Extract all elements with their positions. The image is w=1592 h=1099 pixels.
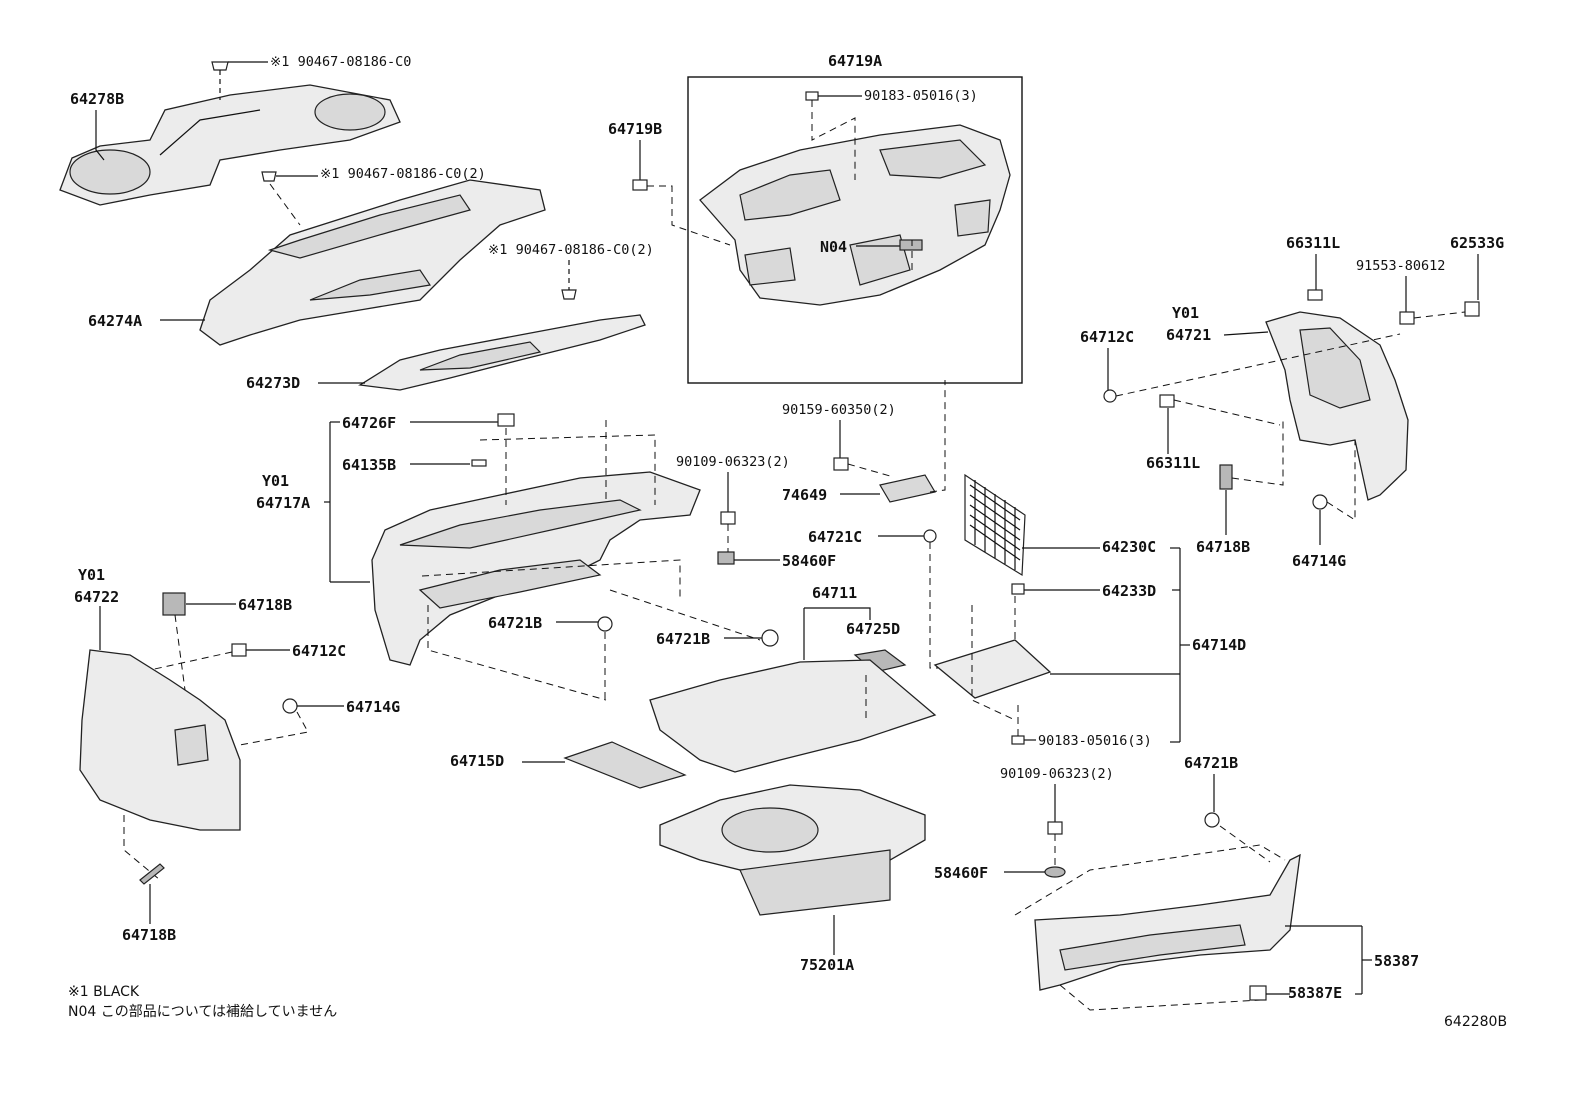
- part-64230C-net: [964, 473, 1026, 577]
- clip-icon: [923, 529, 937, 543]
- label-64715D: 64715D: [450, 752, 504, 770]
- label-64274A: 64274A: [88, 312, 142, 330]
- clip-icon: [261, 171, 277, 182]
- label-91553: 91553-80612: [1356, 258, 1445, 274]
- label-64714G-left: 64714G: [346, 698, 400, 716]
- bolt-icon: [1399, 311, 1415, 325]
- part-64274A-insulator: [199, 179, 546, 346]
- clip-icon: [497, 413, 515, 427]
- label-64712C-left: 64712C: [292, 642, 346, 660]
- label-plate-N04: [899, 239, 923, 251]
- label-64714D: 64714D: [1192, 636, 1246, 654]
- part-64721-side-trim: [1265, 311, 1409, 501]
- note-black: ※1 BLACK: [68, 984, 140, 1000]
- label-66311L-top: 66311L: [1286, 234, 1340, 252]
- clip-icon: [597, 616, 613, 632]
- clip-icon: [1204, 812, 1220, 828]
- label-74649: 74649: [782, 486, 827, 504]
- label-clip-top: ※1 90467-08186-C0: [270, 54, 411, 70]
- part-64273D-insulator: [358, 314, 646, 391]
- part-64719A-lid-trim: [699, 124, 1011, 306]
- label-64726F: 64726F: [342, 414, 396, 432]
- part-64722-side-trim: [79, 649, 241, 831]
- clip-icon: [231, 643, 247, 657]
- label-64721B-mid2: 64721B: [656, 630, 710, 648]
- part-64714D-panel: [933, 639, 1052, 699]
- label-64135B: 64135B: [342, 456, 396, 474]
- clip-icon: [211, 61, 229, 100]
- clip-icon: [1103, 389, 1117, 403]
- label-clip-mid: ※1 90467-08186-C0(2): [320, 166, 486, 182]
- figure-id: 642280B: [1444, 1014, 1507, 1030]
- bolt-icon: [1047, 821, 1063, 835]
- label-90183-low: 90183-05016(3): [1038, 733, 1152, 749]
- part-74649-hook: [879, 474, 936, 503]
- label-64725D: 64725D: [846, 620, 900, 638]
- screw-icon: [1011, 735, 1025, 745]
- clip-icon: [1249, 985, 1267, 1001]
- label-90109-right: 90109-06323(2): [1000, 766, 1114, 782]
- label-64721: 64721: [1166, 326, 1211, 344]
- bolt-icon: [720, 511, 736, 525]
- clip-icon: [139, 863, 165, 885]
- clip-icon: [282, 698, 298, 714]
- grommet-icon: [1044, 866, 1066, 878]
- part-58387-sill: [1034, 853, 1301, 991]
- label-64718B-bottom-left: 64718B: [122, 926, 176, 944]
- clip-icon: [1464, 301, 1480, 317]
- clip-icon: [1219, 464, 1233, 490]
- label-64721C: 64721C: [808, 528, 862, 546]
- label-64718B-left: 64718B: [238, 596, 292, 614]
- label-64721B-mid: 64721B: [488, 614, 542, 632]
- clip-icon: [162, 592, 186, 616]
- label-64719A: 64719A: [828, 52, 882, 70]
- clip-icon: [471, 459, 487, 467]
- label-90183-top: 90183-05016(3): [864, 88, 978, 104]
- label-64712C-right: 64712C: [1080, 328, 1134, 346]
- label-66311L-low: 66311L: [1146, 454, 1200, 472]
- label-58460F-right: 58460F: [934, 864, 988, 882]
- label-64717A: 64717A: [256, 494, 310, 512]
- bolt-icon: [833, 457, 849, 471]
- label-64718B-right: 64718B: [1196, 538, 1250, 556]
- screw-icon: [805, 91, 819, 101]
- note-n04: N04 この部品については補給していません: [68, 1004, 337, 1020]
- label-N04: N04: [820, 238, 847, 256]
- label-58460F-mid: 58460F: [782, 552, 836, 570]
- label-62533G: 62533G: [1450, 234, 1504, 252]
- screw-icon: [632, 179, 648, 191]
- clip-icon: [1307, 289, 1323, 301]
- label-64273D: 64273D: [246, 374, 300, 392]
- clip-icon: [761, 629, 779, 647]
- label-64230C: 64230C: [1102, 538, 1156, 556]
- part-75201A-tray: [659, 784, 926, 916]
- clip-icon: [1011, 583, 1025, 595]
- label-Y01-left: Y01: [78, 566, 105, 584]
- label-58387E: 58387E: [1288, 984, 1342, 1002]
- label-64233D: 64233D: [1102, 582, 1156, 600]
- label-58387: 58387: [1374, 952, 1419, 970]
- part-64278B-insulator: [59, 84, 401, 206]
- label-64722: 64722: [74, 588, 119, 606]
- label-64719B: 64719B: [608, 120, 662, 138]
- label-64278B: 64278B: [70, 90, 124, 108]
- grommet-icon: [717, 551, 735, 565]
- clip-icon: [1312, 494, 1328, 510]
- label-64711: 64711: [812, 584, 857, 602]
- label-64714G-right: 64714G: [1292, 552, 1346, 570]
- part-64715D-cover: [563, 741, 687, 789]
- label-75201A: 75201A: [800, 956, 854, 974]
- part-group-box-64719A: [687, 76, 1023, 384]
- label-64721B-right: 64721B: [1184, 754, 1238, 772]
- label-Y01-right: Y01: [1172, 304, 1199, 322]
- label-90109-mid: 90109-06323(2): [676, 454, 790, 470]
- clip-icon: [561, 289, 577, 300]
- label-clip-low: ※1 90467-08186-C0(2): [488, 242, 654, 258]
- clip-icon: [1159, 394, 1175, 408]
- label-90159: 90159-60350(2): [782, 402, 896, 418]
- label-Y01-mid: Y01: [262, 472, 289, 490]
- part-64711-floor-mat: [649, 659, 937, 773]
